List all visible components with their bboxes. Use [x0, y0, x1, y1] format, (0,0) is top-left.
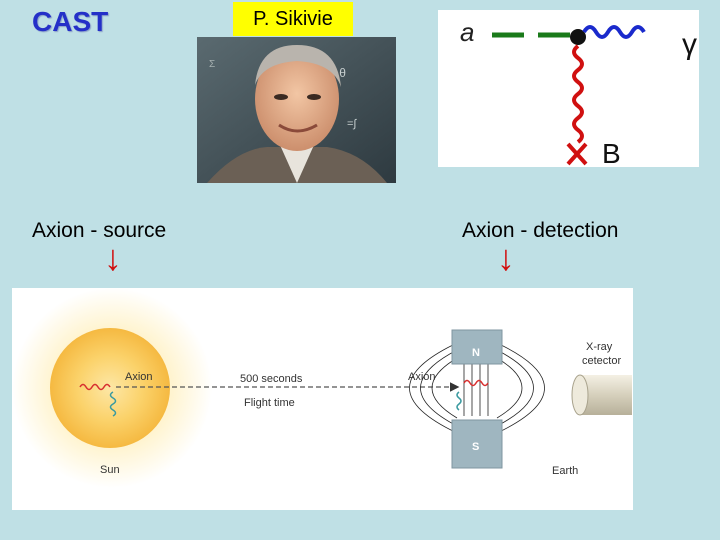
magnet-south-label: S: [472, 441, 479, 453]
field-symbol: B: [602, 138, 621, 167]
xray-label-line1: X-ray: [586, 341, 613, 353]
detector-field-wave: [456, 391, 462, 411]
arrow-down-icon: ↓: [104, 237, 122, 278]
axion-symbol: a: [460, 17, 474, 47]
xray-label-line2: cetector: [582, 355, 621, 367]
magnet-north-label: N: [472, 347, 480, 359]
axion-diagram: Axion Sun 500 seconds Flight time N S Ax…: [12, 288, 633, 510]
portrait-photo: π·θ =∫ Σ: [197, 37, 396, 183]
magnet-north: [451, 329, 503, 365]
field-cross-icon: [566, 142, 588, 166]
page-title: CAST: [32, 6, 109, 37]
sun-field-wave: [109, 391, 117, 417]
label-detection: Axion - detection: [462, 219, 619, 242]
detector-axion-label: Axion: [408, 371, 436, 383]
name-tag: P. Sikivie: [233, 2, 353, 36]
detector-photon-wave: [463, 379, 489, 387]
label-source: Axion - source: [32, 219, 167, 242]
sun-photon-wave: [79, 383, 111, 391]
sun-label: Sun: [100, 464, 120, 476]
xray-detector-aperture: [571, 374, 589, 416]
sun-axion-label: Axion: [125, 371, 153, 383]
magnet-south: [451, 419, 503, 469]
arrow-down-icon: ↓: [497, 237, 515, 278]
xray-detector: [580, 375, 632, 415]
svg-text:Σ: Σ: [209, 59, 215, 70]
sun-icon: [50, 328, 170, 448]
feynman-diagram: a γ B: [438, 10, 699, 167]
field-lines: [409, 342, 545, 434]
vertex-dot: [570, 29, 586, 45]
photon-symbol: γ: [682, 28, 697, 61]
svg-text:=∫: =∫: [347, 118, 357, 130]
virtual-photon-line: [572, 44, 584, 144]
flight-time-value: 500 seconds: [240, 373, 303, 385]
earth-label: Earth: [552, 465, 578, 477]
photon-wavy-line: [582, 25, 646, 39]
flight-time-label: Flight time: [244, 397, 295, 409]
